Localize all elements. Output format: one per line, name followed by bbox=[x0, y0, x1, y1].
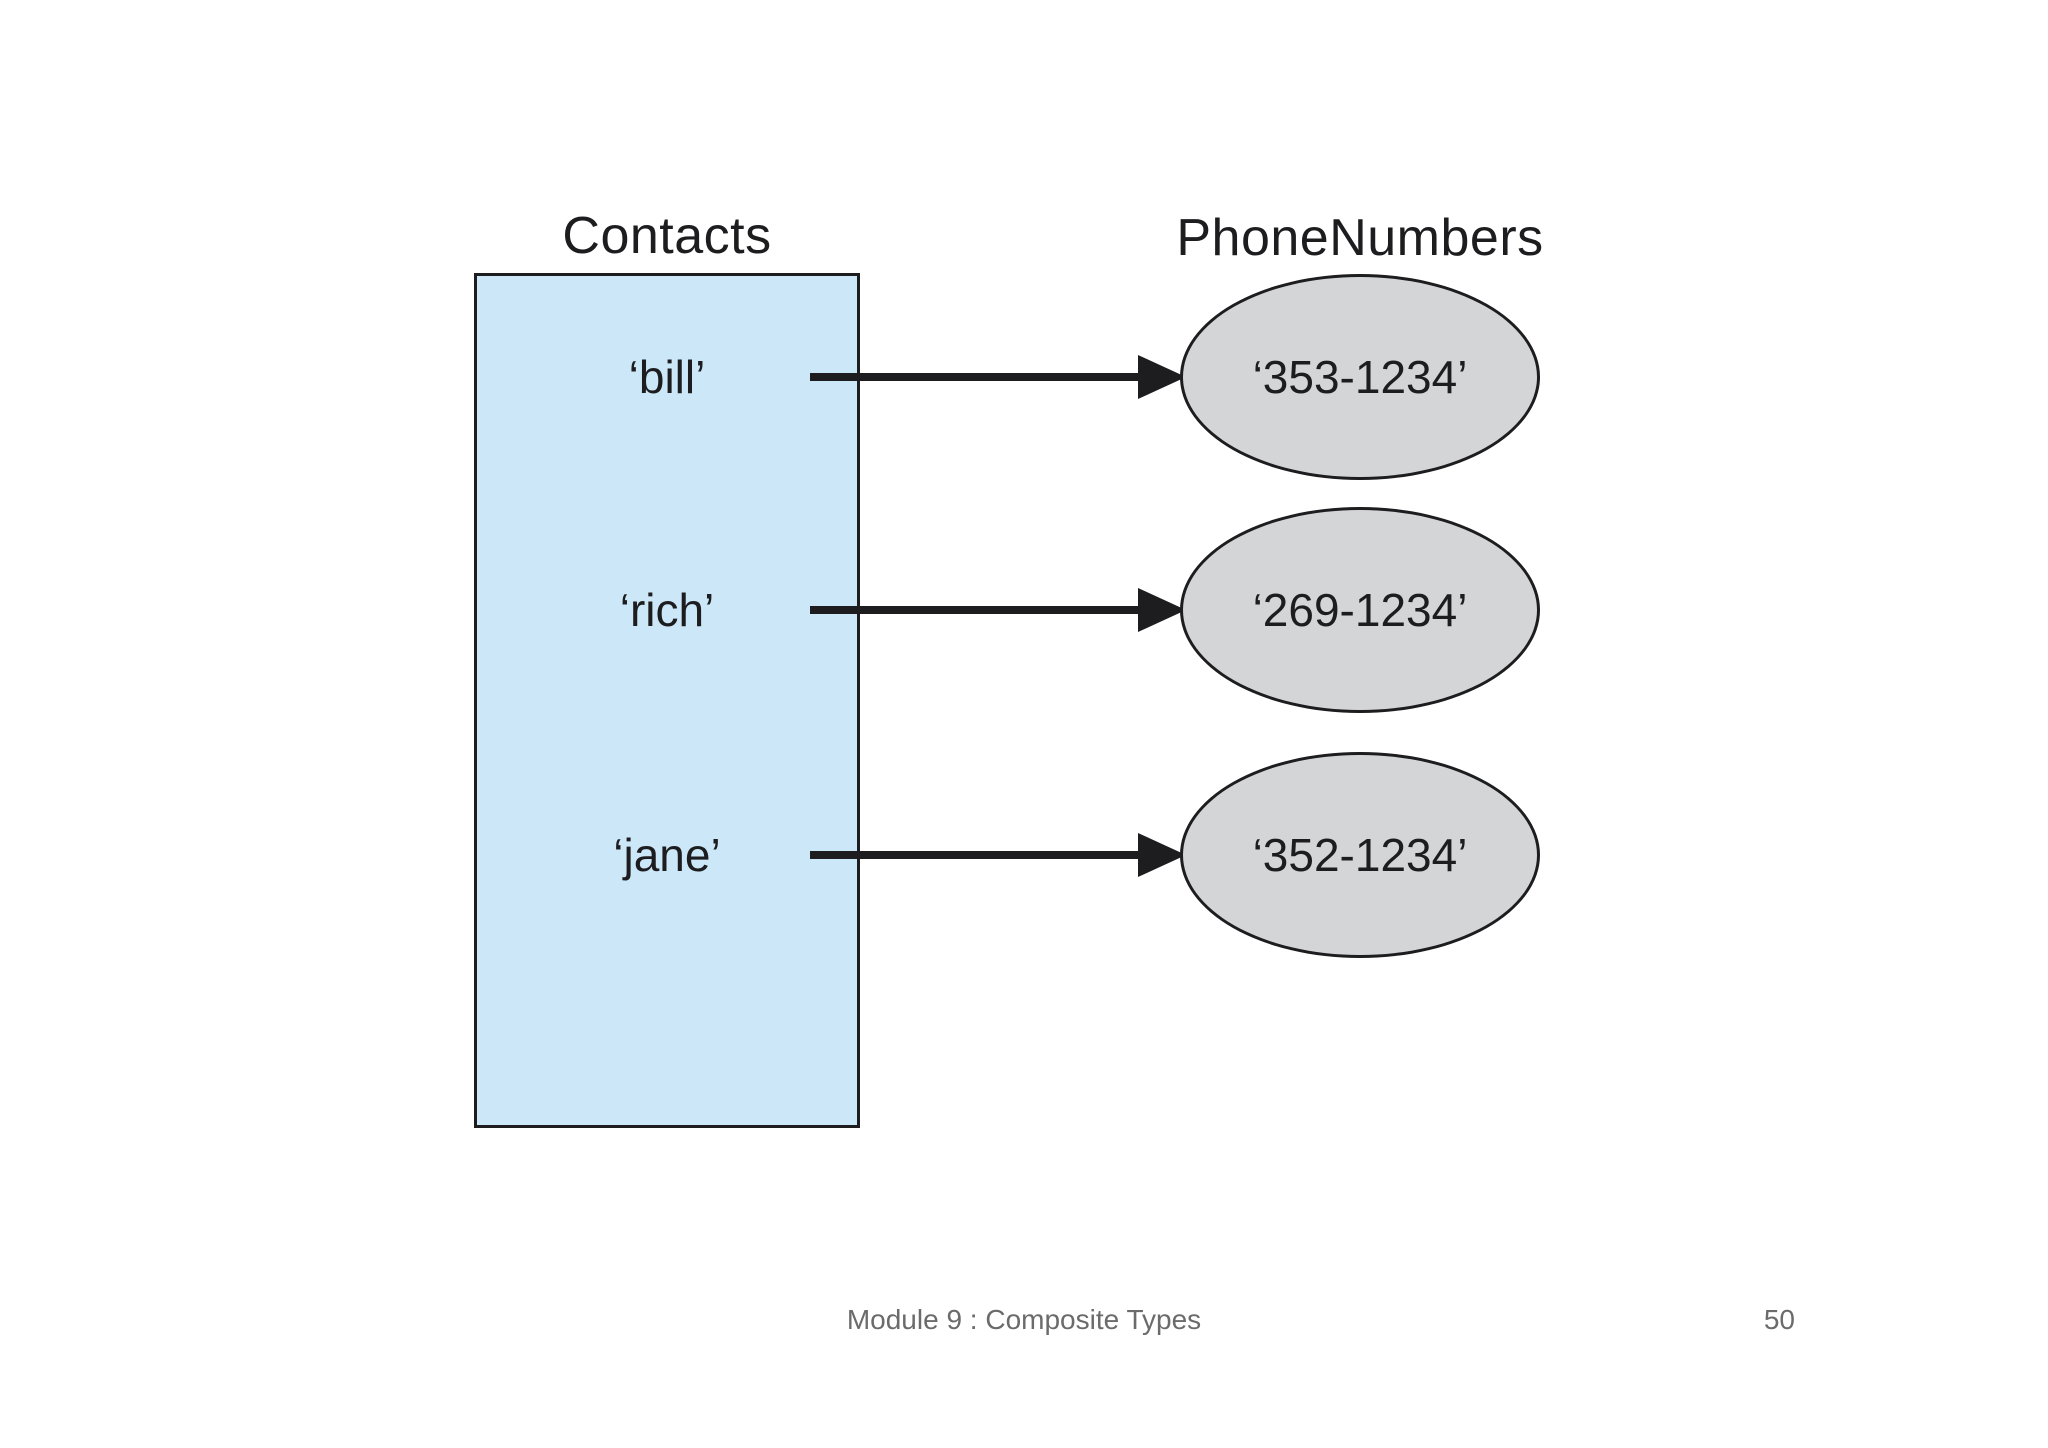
arrow-shaft bbox=[810, 606, 1145, 614]
phone-number-ellipse: ‘269-1234’ bbox=[1180, 507, 1540, 713]
contact-key: ‘rich’ bbox=[619, 584, 715, 636]
phone-number-ellipse: ‘352-1234’ bbox=[1180, 752, 1540, 958]
phone-number-value: ‘352-1234’ bbox=[1252, 829, 1468, 881]
contact-key: ‘bill’ bbox=[628, 351, 706, 403]
phone-number-value: ‘353-1234’ bbox=[1252, 351, 1468, 403]
contact-key: ‘jane’ bbox=[613, 829, 721, 881]
contacts-title: Contacts bbox=[562, 207, 772, 265]
phone-number-value: ‘269-1234’ bbox=[1252, 584, 1468, 636]
footer-title: Module 9 : Composite Types bbox=[846, 1304, 1202, 1335]
arrow-head-icon bbox=[1138, 588, 1186, 632]
arrow-head-icon bbox=[1138, 355, 1186, 399]
page-number: 50 bbox=[1763, 1304, 1795, 1335]
arrow-shaft bbox=[810, 373, 1145, 381]
phonenumbers-title: PhoneNumbers bbox=[1176, 209, 1544, 267]
phone-number-ellipse: ‘353-1234’ bbox=[1180, 274, 1540, 480]
arrow-shaft bbox=[810, 851, 1145, 859]
contacts-box bbox=[474, 273, 860, 1128]
arrow-head-icon bbox=[1138, 833, 1186, 877]
